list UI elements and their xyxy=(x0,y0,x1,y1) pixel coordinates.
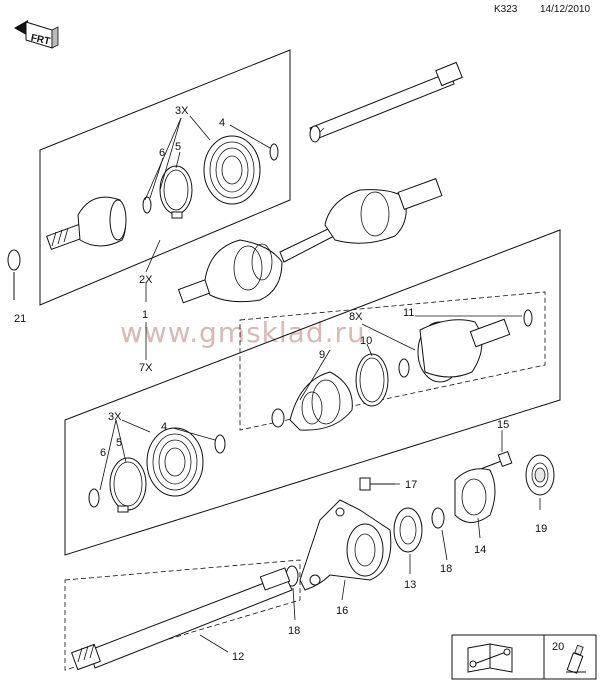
callout-14: 14 xyxy=(474,544,486,556)
outboard-boot-lower xyxy=(146,427,204,497)
callout-20: 20 xyxy=(552,641,564,653)
callout-2x: 2X xyxy=(139,274,153,286)
lubricant-reference-box xyxy=(543,634,597,680)
upper-panel-frame xyxy=(39,49,291,306)
intermediate-shaft-top xyxy=(309,61,463,143)
callout-16: 16 xyxy=(336,605,348,617)
lubricant-tube-icon xyxy=(566,644,586,674)
half-shaft-assembly xyxy=(177,178,443,304)
small-clamp-lower xyxy=(88,488,100,508)
ring-11 xyxy=(523,309,533,327)
snap-ring-18-upper xyxy=(431,507,445,529)
callout-7x: 7X xyxy=(139,362,153,374)
inner-joint-panel-frame xyxy=(239,291,546,431)
callout-leaders xyxy=(99,115,541,653)
callout-5-top: 5 xyxy=(175,141,181,153)
clamp-9-ring xyxy=(398,358,410,378)
callout-5-bottom: 5 xyxy=(116,437,122,449)
callout-3x-top: 3X xyxy=(175,105,189,117)
diagram-date: 14/12/2010 xyxy=(540,4,590,15)
callout-12: 12 xyxy=(232,651,244,663)
outboard-boot-upper xyxy=(203,135,261,205)
inner-boot xyxy=(289,371,353,431)
callout-6-bottom: 6 xyxy=(100,447,106,459)
retaining-clip-21 xyxy=(7,249,21,271)
callout-6-top: 6 xyxy=(159,147,165,159)
lower-panel-frame xyxy=(64,229,561,556)
callout-3x-bottom: 3X xyxy=(108,411,122,423)
clamp-10 xyxy=(355,353,389,407)
front-badge-text: FRT xyxy=(30,33,51,48)
seal-19 xyxy=(525,454,555,496)
callout-17: 17 xyxy=(405,479,417,491)
bearing-13 xyxy=(393,507,423,553)
shaft-panel-frame xyxy=(64,559,301,671)
bolt-15 xyxy=(477,451,513,471)
inner-cv-joint xyxy=(417,318,511,383)
small-clamp-upper xyxy=(142,196,152,214)
boot-clamp-small-upper xyxy=(269,143,279,161)
callout-4-bottom: 4 xyxy=(161,421,167,433)
watermark-text: www.gmsklad.ru xyxy=(120,316,366,349)
outboard-cv-joint-upper xyxy=(45,196,127,251)
callout-15: 15 xyxy=(497,419,509,431)
manual-wrench-icon xyxy=(467,643,513,673)
callout-1: 1 xyxy=(142,309,148,321)
front-direction-icon: FRT xyxy=(14,20,59,49)
intermediate-shaft-12 xyxy=(71,567,293,671)
inner-boot-clamp xyxy=(271,408,285,428)
callout-9: 9 xyxy=(319,349,325,361)
callout-21: 21 xyxy=(14,313,26,325)
callout-10: 10 xyxy=(360,335,372,347)
boot-clamp-small-lower xyxy=(214,434,226,454)
callout-19: 19 xyxy=(535,523,547,535)
callout-4-top: 4 xyxy=(219,117,225,129)
callout-11: 11 xyxy=(403,307,414,319)
callout-18-lower: 18 xyxy=(288,625,300,637)
callout-8x: 8X xyxy=(349,311,363,323)
support-bracket-16 xyxy=(299,499,392,591)
callout-18-upper: 18 xyxy=(440,563,452,575)
bearing-housing-14 xyxy=(454,468,496,523)
diagram-code: K323 xyxy=(494,4,518,15)
callout-13: 13 xyxy=(404,579,416,591)
large-clamp-lower xyxy=(109,457,147,511)
